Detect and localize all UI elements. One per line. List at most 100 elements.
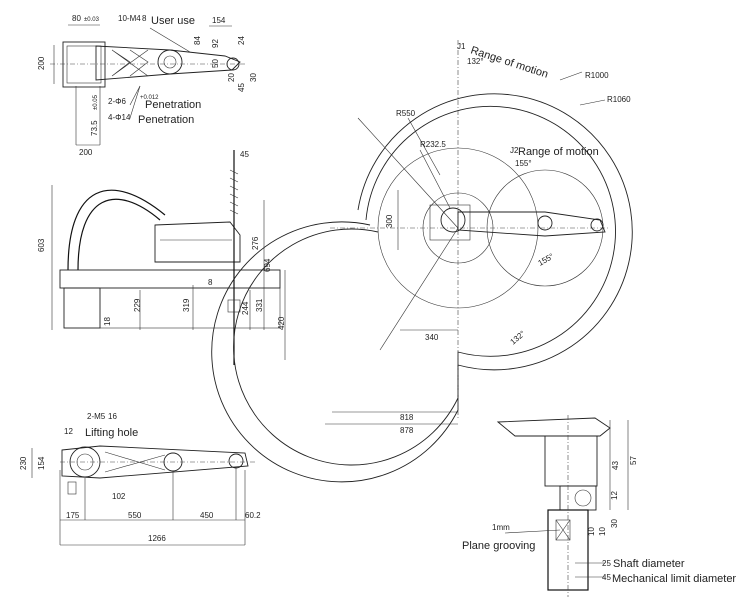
dim-shaft-10a: 10: [587, 527, 596, 536]
j1-limit-top: [357, 117, 459, 229]
j1-angle-bottom: 132°: [509, 329, 527, 347]
shaft-dia-25: 25: [602, 559, 611, 568]
base-top-plate: [59, 269, 281, 289]
j2-angle-top: 155°: [515, 159, 532, 168]
r1000-leader: [559, 71, 583, 81]
dim-319: 319: [182, 298, 191, 312]
dim-550: 550: [128, 511, 142, 520]
mount-depth: 16: [108, 412, 117, 421]
dim-57: 57: [629, 456, 638, 465]
dim-30: 30: [249, 73, 258, 82]
j1-angle-top: 132°: [467, 57, 484, 66]
plan-j2: [537, 215, 553, 231]
mount-spec: 2-M5: [87, 412, 106, 421]
r550: R550: [396, 109, 416, 118]
dim-84: 84: [193, 36, 202, 45]
lifting-hole: [67, 481, 77, 495]
r1060: R1060: [607, 95, 631, 104]
dim-bottom-12: 12: [64, 427, 73, 436]
dim-603: 603: [37, 238, 46, 252]
r1000-envelope: [233, 105, 616, 466]
limit-dia-45: 45: [602, 573, 611, 582]
user-use-thread-depth: 8: [142, 14, 147, 23]
dim-331: 331: [255, 298, 264, 312]
dim-60-2: 60.2: [245, 511, 261, 520]
j2-range-label: Range of motion: [518, 146, 599, 158]
lifting-hole-label: Lifting hole: [85, 427, 138, 439]
dim-bottom-154: 154: [37, 456, 46, 470]
flange-bore: [574, 489, 592, 507]
arm-plan-outline: [61, 445, 249, 479]
pen2-label: Penetration: [138, 114, 194, 126]
dim-420: 420: [277, 316, 286, 330]
dim-230: 230: [19, 456, 28, 470]
top-view: 80 ±0.03 10-M4 8 User use 154 84 24 92 5…: [37, 14, 258, 157]
shaft-detail-view: 43 57 12 30 10 10 1mm Plane grooving 25 …: [462, 415, 736, 597]
base-controller: [63, 287, 101, 329]
dim-73-5: 73.5: [90, 120, 99, 136]
r1000: R1000: [585, 71, 609, 80]
shaft-arm-end: [496, 417, 611, 437]
dim-276: 276: [251, 236, 260, 250]
dim-175: 175: [66, 511, 80, 520]
limit-dia-label: Mechanical limit diameter: [612, 573, 736, 585]
dim-45: 45: [237, 83, 246, 92]
dim-450: 450: [200, 511, 214, 520]
pen2-leader: [129, 85, 141, 119]
dim-92: 92: [211, 39, 220, 48]
dim-80: 80: [72, 14, 81, 23]
bottom-arm-lines: [104, 451, 166, 473]
shaft-flange: [559, 485, 597, 511]
side-view: 45 603 276 694 8 18 229 319 244 331 420: [37, 150, 286, 365]
pen1-spec: 2-Φ6: [108, 97, 126, 106]
j2-label: J2: [510, 146, 519, 155]
arm-crosshatch: [111, 49, 149, 77]
dim-694: 694: [263, 258, 272, 272]
cable-arch-inner: [77, 198, 161, 271]
plan-end: [590, 218, 604, 232]
j2-joint-circle: [157, 49, 183, 75]
groove-leader: [504, 529, 561, 534]
dim-878: 878: [400, 426, 414, 435]
shaft-thread-marks: [229, 169, 239, 215]
groove-cross: [555, 519, 571, 541]
dim-side-45: 45: [240, 150, 249, 159]
shaft-collar: [227, 299, 241, 313]
dim-200-bottom: 200: [79, 148, 93, 157]
dim-200-left: 200: [37, 56, 46, 70]
base-plate-inner: [66, 45, 102, 84]
dim-73-5-tol: ±0.05: [93, 94, 99, 110]
dim-43: 43: [611, 461, 620, 470]
bottom-view: 2-M5 16 12 Lifting hole 230 154 102 175 …: [19, 412, 261, 546]
j2-joint-inner: [163, 55, 177, 69]
dim-50: 50: [211, 59, 220, 68]
j1-label: J1: [457, 42, 466, 51]
pen1-label: Penetration: [145, 99, 201, 111]
shaft-dia-label: Shaft diameter: [613, 558, 685, 570]
dim-154: 154: [212, 16, 226, 25]
plan-j1: [440, 207, 466, 233]
dim-8: 8: [208, 278, 213, 287]
r1060-envelope: [211, 93, 633, 483]
user-use-leader: [149, 27, 191, 53]
groove-label: Plane grooving: [462, 540, 535, 552]
dim-18: 18: [103, 317, 112, 326]
r232-5: R232.5: [420, 140, 446, 149]
dim-80-tol: ±0.03: [84, 17, 100, 23]
pen1-leader: [129, 85, 141, 106]
groove-depth: 1mm: [492, 523, 510, 532]
r1060-leader: [579, 99, 606, 106]
shaft-housing: [544, 435, 598, 487]
plan-arm: [457, 211, 606, 237]
end-joint-circle: [228, 453, 244, 469]
cable-arch-outer: [67, 189, 166, 271]
dim-20: 20: [227, 73, 236, 82]
pen2-spec: 4-Φ14: [108, 113, 131, 122]
dim-shaft-12: 12: [610, 491, 619, 500]
base-plate-outline: [62, 41, 106, 88]
dim-102: 102: [112, 492, 126, 501]
j1-limit-bottom: [379, 227, 459, 351]
dim-229: 229: [133, 298, 142, 312]
dim-300: 300: [385, 214, 394, 228]
